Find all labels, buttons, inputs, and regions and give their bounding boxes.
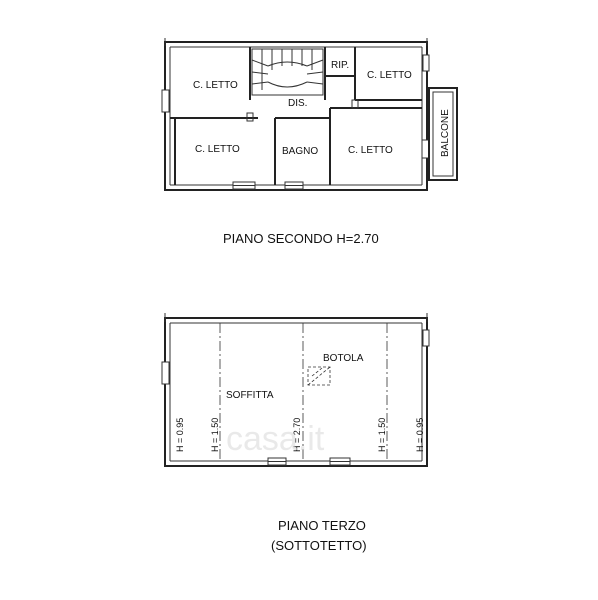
wall-pillar	[246, 112, 254, 122]
third-floor-plan: SOFFITTA BOTOLA H = 0.95 H = 1.50 H = 2.…	[161, 313, 430, 553]
window	[422, 54, 430, 72]
staircase	[251, 48, 324, 96]
room-label-balcony: BALCONE	[440, 109, 451, 157]
window	[232, 181, 256, 190]
room-label-bathroom: BAGNO	[282, 146, 318, 157]
window	[284, 181, 304, 190]
roof-hatch	[307, 366, 331, 386]
height-label: H = 0.95	[175, 418, 185, 452]
room-label-storage: RIP.	[331, 60, 349, 71]
balcony-railing	[432, 91, 454, 177]
door-to-balcony	[421, 139, 430, 159]
room-label-bedroom: C. LETTO	[367, 70, 412, 81]
window	[422, 329, 430, 347]
room-label-bedroom: C. LETTO	[193, 80, 238, 91]
wall-pillar	[351, 99, 359, 109]
height-label: H = 0.95	[415, 418, 425, 452]
balcony-outline	[428, 87, 458, 181]
third-floor-caption-sub: (SOTTOTETTO)	[271, 538, 367, 553]
height-label: H = 2.70	[292, 418, 302, 452]
window	[267, 457, 287, 466]
third-floor-caption: PIANO TERZO	[278, 518, 366, 533]
height-label: H = 1.50	[210, 418, 220, 452]
room-label-hallway: DIS.	[288, 98, 307, 109]
room-label-attic: SOFFITTA	[226, 390, 274, 401]
window	[161, 361, 170, 385]
second-floor-plan: C. LETTO C. LETTO C. LETTO C. LETTO RIP.…	[161, 38, 458, 246]
second-floor-outer-wall	[164, 41, 428, 191]
room-label-hatch: BOTOLA	[323, 353, 364, 364]
room-label-bedroom: C. LETTO	[348, 145, 393, 156]
watermark-logo: casa.it	[226, 420, 325, 458]
window	[161, 89, 170, 113]
height-label: H = 1.50	[377, 418, 387, 452]
third-floor-outer-wall	[164, 317, 428, 467]
second-floor-caption: PIANO SECONDO H=2.70	[223, 231, 379, 246]
window	[329, 457, 351, 466]
room-label-bedroom: C. LETTO	[195, 144, 240, 155]
